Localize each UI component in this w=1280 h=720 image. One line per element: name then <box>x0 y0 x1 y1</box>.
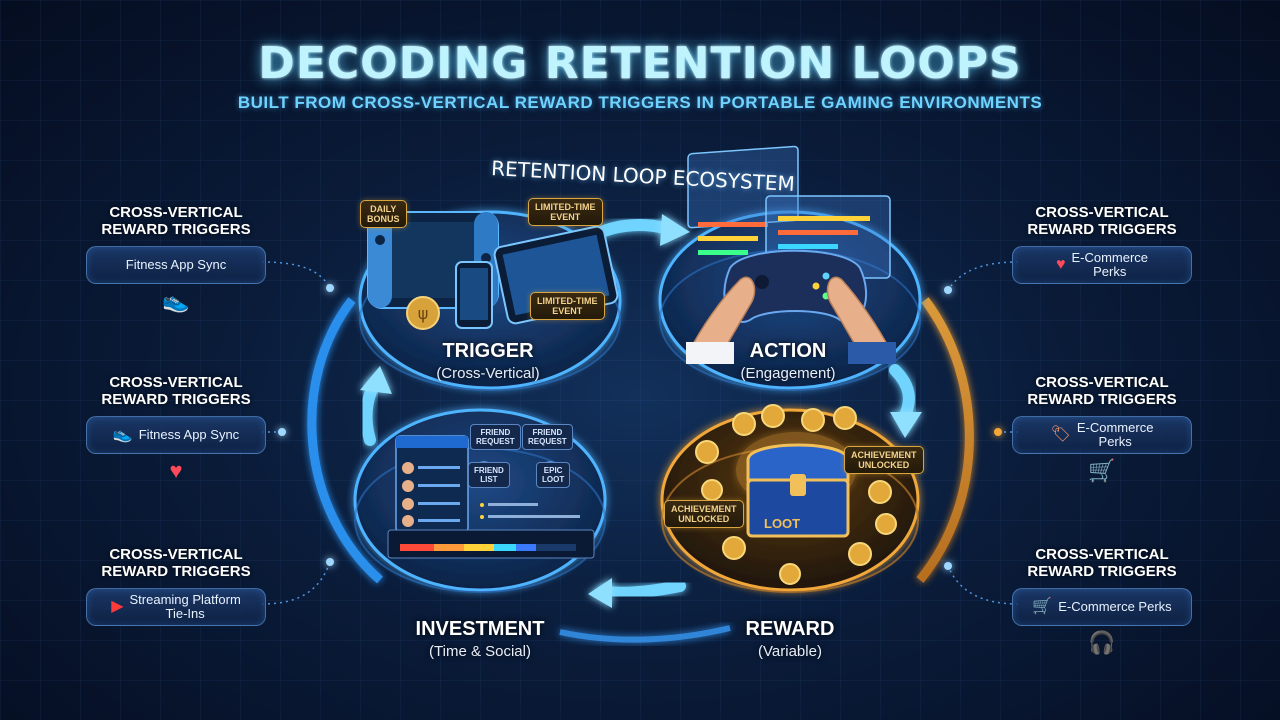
group-heading: CROSS-VERTICAL REWARD TRIGGERS <box>101 374 251 408</box>
stage-investment-title: INVESTMENT <box>415 618 545 640</box>
friend-request-tag: FRIEND REQUEST <box>522 424 573 450</box>
pill-label: E-Commerce Perks <box>1071 250 1149 279</box>
limited-time-event-tag: LIMITED-TIME EVENT <box>530 292 605 320</box>
stage-investment: INVESTMENT (Time & Social) <box>380 618 580 660</box>
group-heading: CROSS-VERTICAL REWARD TRIGGERS <box>101 204 251 238</box>
gold-coin-icon: ψ <box>406 296 440 330</box>
pill-label: Fitness App Sync <box>125 257 227 272</box>
pill-label: Fitness App Sync <box>138 427 240 442</box>
heart-icon: ♥ <box>169 458 183 483</box>
sneaker-icon: 👟 <box>162 288 190 313</box>
smartphone-icon <box>455 261 493 329</box>
heart-icon: ♥ <box>1055 256 1066 273</box>
limited-time-event-tag: LIMITED-TIME EVENT <box>528 198 603 226</box>
group-heading: CROSS-VERTICAL REWARD TRIGGERS <box>1027 374 1177 408</box>
fitness-app-sync-pill[interactable]: Fitness App Sync <box>86 246 266 284</box>
page-subtitle: BUILT FROM CROSS-VERTICAL REWARD TRIGGER… <box>237 93 1043 112</box>
achievement-unlocked-tag: ACHIEVEMENT UNLOCKED <box>844 446 924 474</box>
right-trigger-group-1: CROSS-VERTICAL REWARD TRIGGERS ♥ E-Comme… <box>1012 204 1192 284</box>
pill-label: E-Commerce Perks <box>1058 599 1172 614</box>
stage-trigger-title: TRIGGER <box>442 340 534 362</box>
play-icon: ▶ <box>111 598 124 615</box>
stage-investment-subtitle: (Time & Social) <box>429 643 531 660</box>
streaming-platform-pill[interactable]: ▶ Streaming Platform Tie-Ins <box>86 588 266 626</box>
epic-loot-tag: EPIC LOOT <box>536 462 571 488</box>
left-trigger-group-2: CROSS-VERTICAL REWARD TRIGGERS 👟 Fitness… <box>86 374 266 484</box>
coins-icon <box>695 404 897 585</box>
group-heading: CROSS-VERTICAL REWARD TRIGGERS <box>101 546 251 580</box>
stage-reward-subtitle: (Variable) <box>758 643 822 660</box>
group-heading: CROSS-VERTICAL REWARD TRIGGERS <box>1027 546 1177 580</box>
outer-arc-right <box>916 297 974 583</box>
sneaker-icon: 👟 <box>112 426 133 443</box>
cart-icon: 🛒 <box>1032 598 1053 615</box>
fitness-app-sync-pill[interactable]: 👟 Fitness App Sync <box>86 416 266 454</box>
e-commerce-perks-pill[interactable]: 🏷 E-Commerce Perks <box>1012 416 1192 454</box>
daily-bonus-tag: DAILY BONUS <box>360 200 407 228</box>
arrow-action-to-reward <box>889 364 915 421</box>
friend-request-tag: FRIEND REQUEST <box>470 424 521 450</box>
left-trigger-group-1: CROSS-VERTICAL REWARD TRIGGERS Fitness A… <box>86 204 266 314</box>
stage-trigger-subtitle: (Cross-Vertical) <box>436 365 540 382</box>
pill-label: Streaming Platform Tie-Ins <box>129 592 241 621</box>
stage-action: ACTION (Engagement) <box>688 340 888 382</box>
stage-trigger: TRIGGER (Cross-Vertical) <box>388 340 588 382</box>
tag-icon: 🏷 <box>1050 426 1071 443</box>
pill-label: E-Commerce Perks <box>1076 420 1154 449</box>
stage-reward-title: REWARD <box>745 618 835 640</box>
right-trigger-group-2: CROSS-VERTICAL REWARD TRIGGERS 🏷 E-Comme… <box>1012 374 1192 484</box>
achievement-unlocked-tag: ACHIEVEMENT UNLOCKED <box>664 500 744 528</box>
e-commerce-perks-pill[interactable]: ♥ E-Commerce Perks <box>1012 246 1192 284</box>
stage-action-title: ACTION <box>749 340 827 362</box>
cart-icon: 🛒 <box>1088 458 1116 483</box>
treasure-chest-icon <box>736 432 856 538</box>
friend-list-tag: FRIEND LIST <box>468 462 510 488</box>
page-title: DECODING RETENTION LOOPS <box>258 38 1022 89</box>
group-heading: CROSS-VERTICAL REWARD TRIGGERS <box>1027 204 1177 238</box>
stage-action-subtitle: (Engagement) <box>740 365 836 382</box>
e-commerce-perks-pill[interactable]: 🛒 E-Commerce Perks <box>1012 588 1192 626</box>
outer-arc-left <box>307 297 383 584</box>
hands-icon <box>686 276 896 364</box>
progress-timeline-bar <box>387 529 595 559</box>
svg-text:ψ: ψ <box>418 304 429 323</box>
stage-reward: REWARD (Variable) <box>690 618 890 660</box>
outer-arc-bottom <box>559 625 731 643</box>
headset-icon: 🎧 <box>1088 630 1116 655</box>
right-trigger-group-3: CROSS-VERTICAL REWARD TRIGGERS 🛒 E-Comme… <box>1012 546 1192 656</box>
loot-chest-label: LOOT <box>764 516 801 531</box>
left-trigger-group-3: CROSS-VERTICAL REWARD TRIGGERS ▶ Streami… <box>86 546 266 626</box>
